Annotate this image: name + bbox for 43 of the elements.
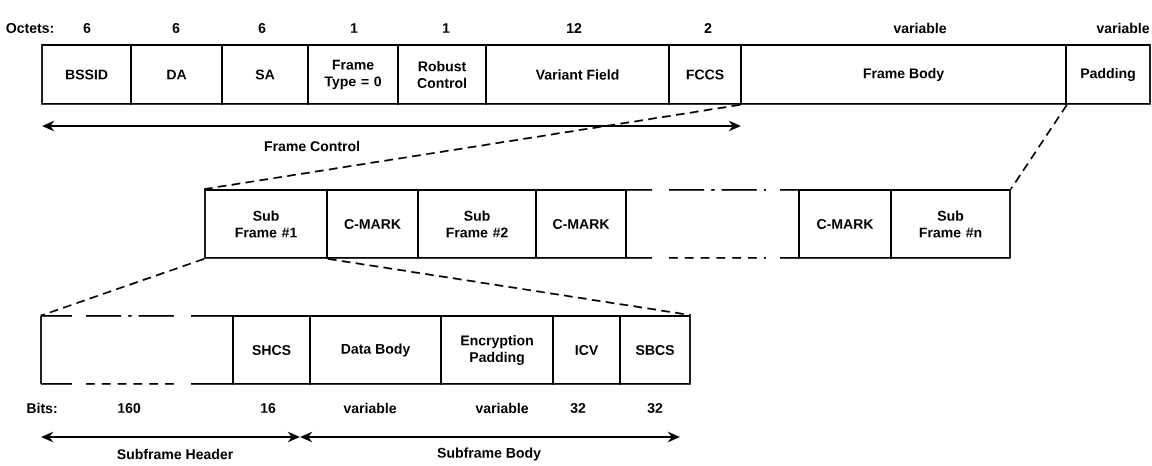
field-label: 160 (118, 403, 141, 413)
field-label: 6 (83, 23, 91, 33)
zoom-line (1010, 104, 1068, 190)
field-label: 32 (647, 403, 663, 413)
field-cell: SBCS (619, 315, 691, 385)
field-cell: ICV (552, 315, 621, 385)
field-label: 1 (443, 23, 450, 33)
field-cell: Robust Control (397, 44, 487, 105)
field-label: Subframe Body (437, 447, 541, 461)
field-cell: Frame Body (740, 44, 1067, 105)
field-cell: SHCS (232, 315, 311, 385)
field-label: 2 (704, 23, 712, 33)
field-cell: C-MARK (326, 189, 419, 259)
field-cell: BSSID (41, 44, 132, 105)
field-cell: SA (221, 44, 309, 105)
field-cell: DA (130, 44, 223, 105)
field-label: Bits: (27, 402, 57, 414)
field-cell: C-MARK (798, 189, 892, 259)
field-label: Frame Control (264, 140, 360, 152)
zoom-line (327, 258, 692, 316)
field-label: Subframe Header (117, 448, 233, 460)
field-label: variable (343, 402, 397, 414)
field-cell: Frame Type = 0 (307, 44, 399, 105)
field-label: 1 (351, 23, 358, 33)
field-cell: Encryption Padding (440, 315, 554, 385)
field-label: 6 (258, 23, 266, 33)
field-cell: Sub Frame #1 (204, 189, 328, 259)
field-cell: Sub Frame #n (890, 189, 1011, 259)
omitted-field-cell (625, 189, 800, 259)
field-label: variable (1096, 22, 1150, 34)
zoom-line (39, 258, 206, 317)
field-cell: FCCS (668, 44, 742, 105)
field-cell: C-MARK (535, 189, 627, 259)
field-label: variable (475, 402, 529, 414)
field-cell: Sub Frame #2 (417, 189, 537, 259)
omitted-field-cell (40, 315, 234, 385)
zoom-line (203, 104, 742, 190)
field-label: Octets: (6, 23, 53, 33)
field-label: 32 (570, 403, 586, 413)
field-cell: Variant Field (485, 44, 670, 105)
field-label: 16 (261, 403, 276, 413)
field-cell: Padding (1065, 44, 1151, 105)
field-cell: Data Body (309, 315, 442, 385)
